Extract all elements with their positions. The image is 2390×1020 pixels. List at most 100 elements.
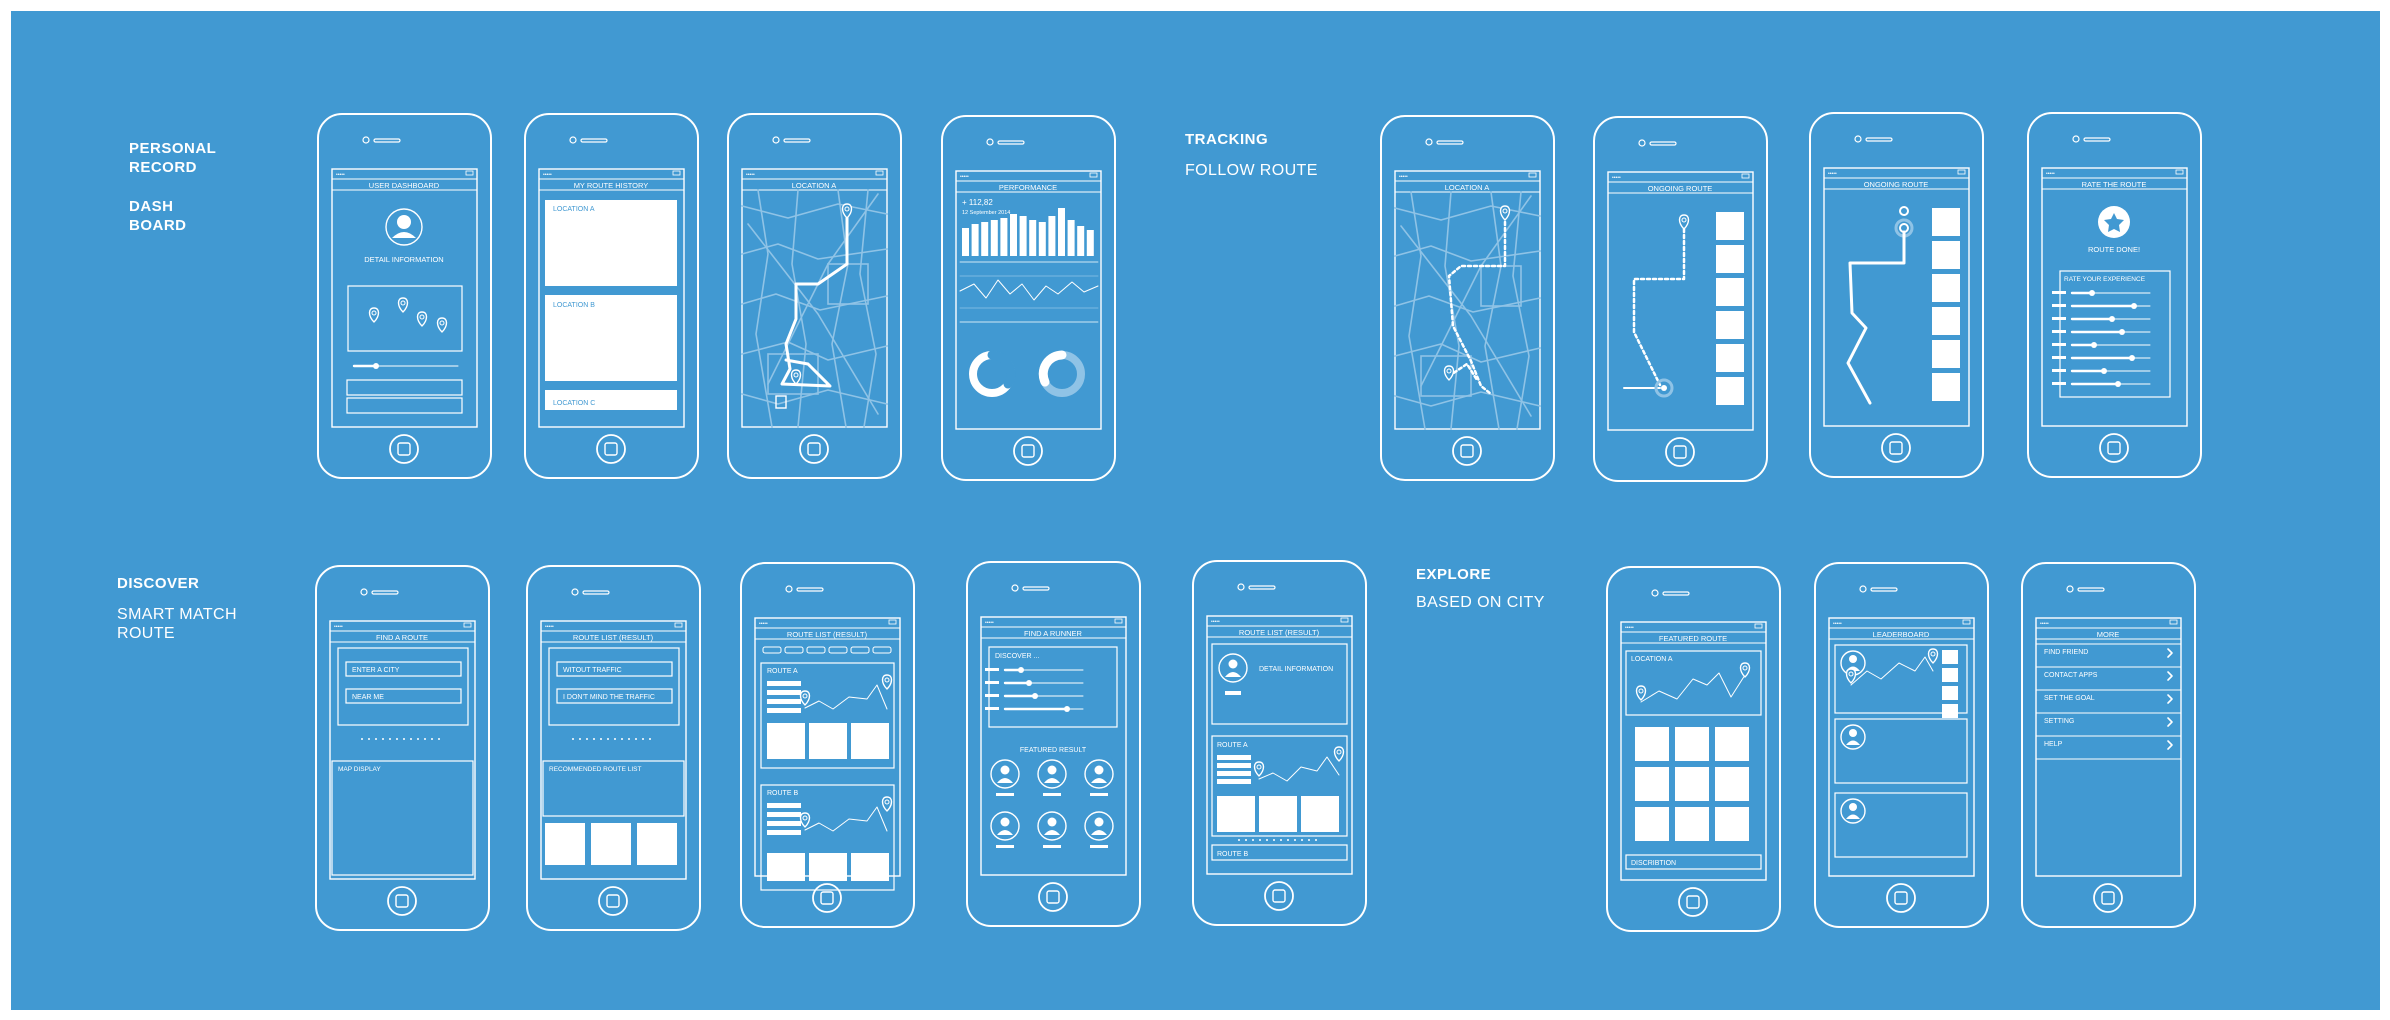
photo-grid-tile[interactable] [1635,767,1669,801]
smart-match-line-2: ROUTE [117,625,175,642]
photo-grid-tile[interactable] [1635,727,1669,761]
checklist-box [1716,377,1744,405]
recommended-tile[interactable] [591,823,631,865]
home-button[interactable] [1452,436,1482,466]
slider-knob[interactable] [1018,667,1024,673]
home-button[interactable] [596,434,626,464]
near-me-button[interactable] [345,688,462,704]
home-button[interactable] [799,434,829,464]
slider-knob[interactable] [2119,329,2125,335]
runner-avatar[interactable] [1084,811,1114,841]
route-a-card[interactable] [1211,735,1348,837]
runner-avatar[interactable] [1084,759,1114,789]
filter-tab[interactable] [850,646,870,654]
header-bar [538,178,685,191]
home-button[interactable] [598,886,628,916]
home-button[interactable] [1881,433,1911,463]
detail-information-label: DETAIL INFORMATION [1259,666,1333,673]
city-map [741,189,888,428]
slider-knob[interactable] [2101,368,2107,374]
home-button[interactable] [2093,883,2123,913]
filter-tab[interactable] [828,646,848,654]
home-button[interactable] [1013,436,1043,466]
slider-knob[interactable] [1064,706,1070,712]
slider-knob[interactable] [2109,316,2115,322]
menu-item-find-friend[interactable]: FIND FRIEND [2044,649,2088,656]
slider-knob[interactable] [1032,693,1038,699]
history-card-b[interactable] [545,295,677,381]
slider-knob[interactable] [2129,355,2135,361]
menu-item-set-the-goal[interactable]: SET THE GOAL [2044,695,2095,702]
leaderboard-card[interactable] [1834,792,1968,858]
home-button[interactable] [1886,883,1916,913]
filter-tab[interactable] [784,646,804,654]
route-card[interactable] [760,784,895,891]
runner-detail-card[interactable] [1211,643,1348,725]
page-dot [410,738,412,740]
checklist-box [1716,245,1744,273]
home-button[interactable] [2099,433,2129,463]
filter-tab[interactable] [872,646,892,654]
phone-speaker [2077,587,2105,592]
photo-grid-tile[interactable] [1715,807,1749,841]
home-button[interactable] [812,883,842,913]
traffic-ok-option[interactable] [556,688,673,704]
route-info-line [1217,763,1251,768]
status-signal: ••••• [2046,171,2055,177]
page-dot [389,738,391,740]
slider-knob[interactable] [2131,303,2137,309]
photo-grid-tile[interactable] [1675,767,1709,801]
runner-avatar[interactable] [1037,759,1067,789]
slider-knob[interactable] [2091,342,2097,348]
input-field-1[interactable] [346,379,463,396]
without-traffic-option[interactable] [556,661,673,677]
route-card[interactable] [760,662,895,769]
history-card-c[interactable] [545,390,677,410]
home-button[interactable] [1264,881,1294,911]
menu-item-contact-apps[interactable]: CONTACT APPS [2044,672,2098,679]
recommended-tile[interactable] [545,823,585,865]
runner-head-icon [1000,817,1010,827]
screen-frame [2035,617,2182,877]
progress-knob[interactable] [373,363,379,369]
route-card-title: ROUTE B [767,790,798,797]
section-sub-based-on-city: BASED ON CITY [1416,594,1545,611]
home-button[interactable] [1678,887,1708,917]
home-button[interactable] [1038,882,1068,912]
filter-tab[interactable] [806,646,826,654]
start-pin-icon-dot [1446,368,1452,374]
runner-avatar[interactable] [1037,811,1067,841]
photo-grid-tile[interactable] [1675,727,1709,761]
photo-grid-tile[interactable] [1715,767,1749,801]
slider-knob[interactable] [2089,290,2095,296]
input-field-2[interactable] [346,397,463,414]
slider-knob[interactable] [1026,680,1032,686]
leaderboard-card[interactable] [1834,718,1968,784]
route-b-card[interactable] [1211,844,1348,861]
photo-grid-tile[interactable] [1715,727,1749,761]
check-icon [1950,327,1958,333]
recommended-box [542,760,685,817]
runner-avatar[interactable] [990,759,1020,789]
phone-body [1192,560,1367,926]
filter-tab[interactable] [762,646,782,654]
menu-item-help[interactable]: HELP [2044,741,2063,748]
home-button[interactable] [1665,437,1695,467]
page-dot [1308,839,1310,841]
photo-grid-tile[interactable] [1635,807,1669,841]
featured-route-card[interactable] [1625,650,1762,716]
enter-city-input[interactable] [345,661,462,677]
photo-grid-tile[interactable] [1675,807,1709,841]
history-card-a[interactable] [545,200,677,286]
leaderboard-card[interactable] [1834,644,1968,714]
home-button[interactable] [389,434,419,464]
runner-avatar[interactable] [990,811,1020,841]
runner-head-icon [1047,765,1057,775]
menu-item-setting[interactable]: SETTING [2044,718,2074,725]
check-icon [1950,360,1958,366]
home-button[interactable] [387,886,417,916]
recommended-tile[interactable] [637,823,677,865]
slider-knob[interactable] [2115,381,2121,387]
